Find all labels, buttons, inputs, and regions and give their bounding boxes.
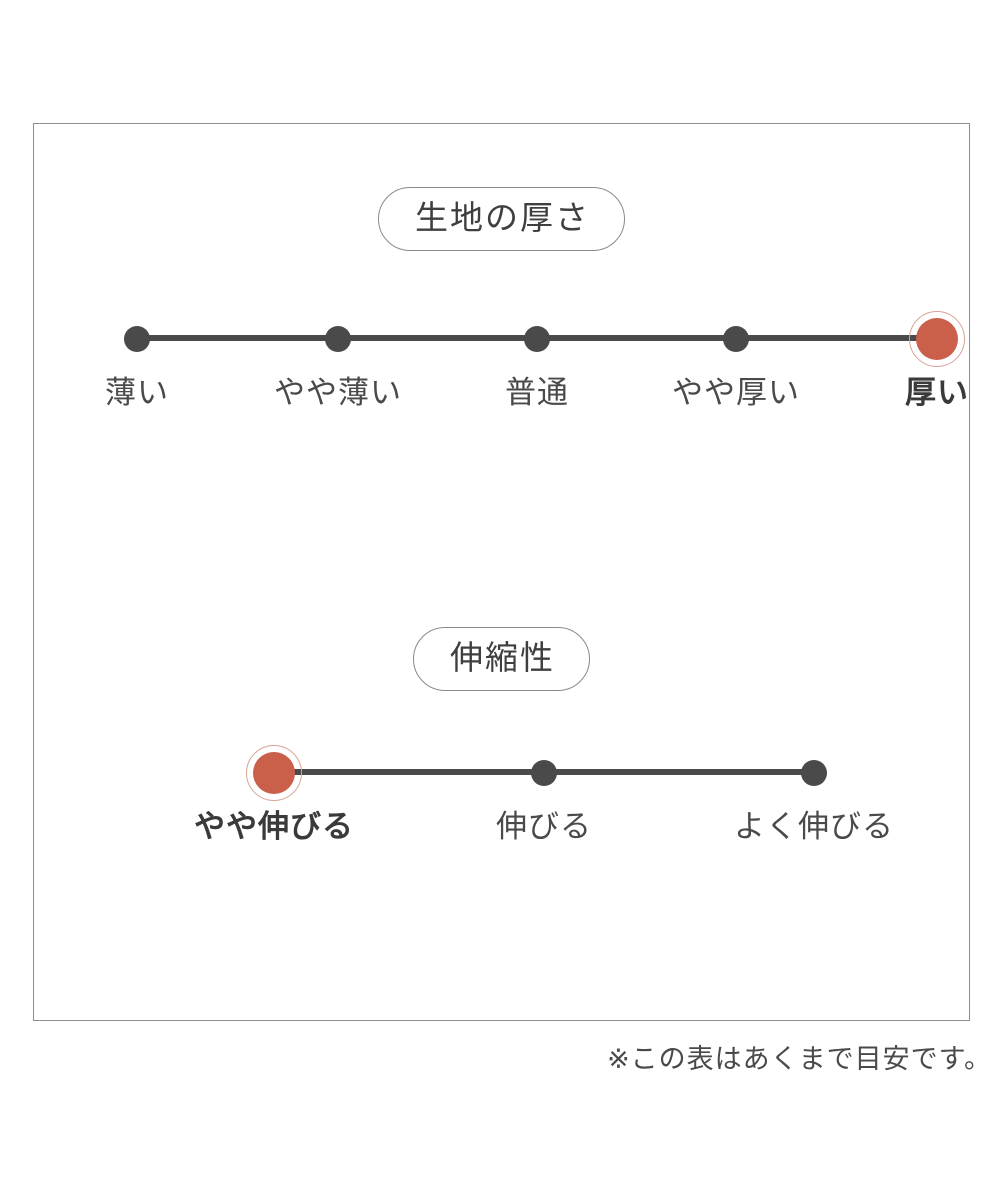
- scale-dot-somewhat-thin[interactable]: [312, 313, 364, 365]
- scale-label-somewhat-thin: やや薄い: [274, 375, 402, 411]
- scale-dot-somewhat-thick[interactable]: [710, 313, 762, 365]
- section-fabric-thickness: 生地の厚さ 薄い やや薄い: [34, 187, 969, 473]
- scale-dot-slightly-stretchy-selected[interactable]: [246, 745, 302, 801]
- scale-dot-very-stretchy[interactable]: [788, 747, 840, 799]
- section-stretchiness: 伸縮性 やや伸びる 伸びる: [34, 627, 969, 907]
- dot-icon: [531, 760, 557, 786]
- scale-label-thin: 薄い: [105, 375, 169, 411]
- section-heading-thickness: 生地の厚さ: [378, 187, 625, 251]
- heading-row-thickness: 生地の厚さ: [34, 187, 969, 251]
- selection-ring-icon: [246, 745, 302, 801]
- scale-dot-normal[interactable]: [511, 313, 563, 365]
- heading-row-stretch: 伸縮性: [34, 627, 969, 691]
- footnote-disclaimer: ※この表はあくまで目安です。: [607, 1044, 992, 1075]
- dot-icon: [325, 326, 351, 352]
- dot-icon: [723, 326, 749, 352]
- dot-icon: [124, 326, 150, 352]
- section-heading-stretchiness: 伸縮性: [413, 627, 590, 691]
- scale-label-normal: 普通: [505, 375, 569, 411]
- scale-fabric-thickness: 薄い やや薄い 普通: [34, 311, 969, 473]
- scale-label-stretchy: 伸びる: [496, 809, 592, 845]
- dot-icon: [524, 326, 550, 352]
- scale-stretchiness: やや伸びる 伸びる よく伸びる: [34, 745, 969, 907]
- scale-label-very-stretchy: よく伸びる: [734, 809, 894, 845]
- selection-ring-icon: [909, 311, 965, 367]
- scale-label-somewhat-thick: やや厚い: [672, 375, 800, 411]
- scale-label-slightly-stretchy: やや伸びる: [194, 809, 354, 845]
- fabric-spec-panel: 生地の厚さ 薄い やや薄い: [33, 123, 970, 1021]
- dot-icon: [801, 760, 827, 786]
- scale-label-thick: 厚い: [905, 375, 969, 411]
- scale-dot-stretchy[interactable]: [518, 747, 570, 799]
- scale-dot-thin[interactable]: [111, 313, 163, 365]
- scale-dot-thick-selected[interactable]: [909, 311, 965, 367]
